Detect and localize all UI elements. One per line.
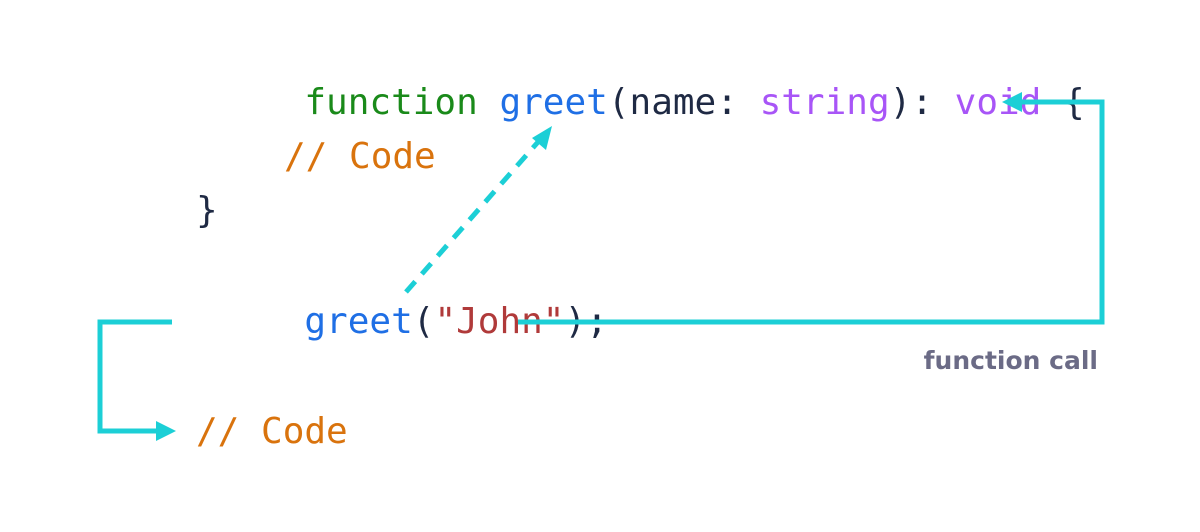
function-keyword: function bbox=[304, 82, 477, 123]
return-flow-arrow-icon bbox=[97, 319, 176, 441]
param-type: string bbox=[760, 82, 890, 123]
param-colon: : bbox=[716, 82, 759, 123]
return-to-function-arrow-icon bbox=[518, 92, 1105, 325]
param-name: name bbox=[630, 82, 717, 123]
after-call-comment: // Code bbox=[196, 411, 348, 452]
body-comment: // Code bbox=[284, 136, 436, 177]
close-brace: } bbox=[196, 190, 218, 231]
dashed-argument-arrow-icon bbox=[404, 126, 552, 294]
call-function-name: greet bbox=[304, 301, 412, 342]
function-call-caption: function call bbox=[924, 346, 1098, 375]
call-open-paren: ( bbox=[413, 301, 435, 342]
function-name: greet bbox=[499, 82, 607, 123]
close-paren-colon: ): bbox=[890, 82, 955, 123]
open-paren: ( bbox=[608, 82, 630, 123]
